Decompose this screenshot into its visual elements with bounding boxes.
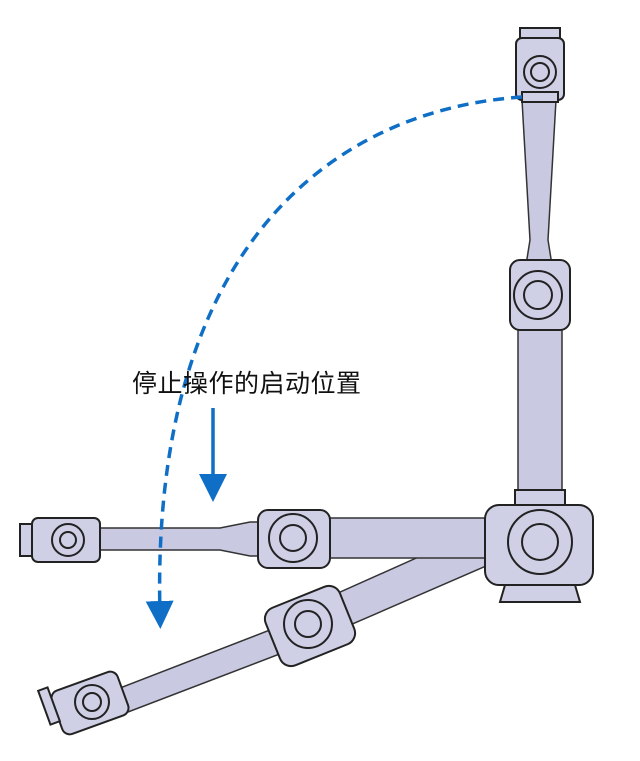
stop-operation-start-position-label: 停止操作的启动位置 [132,369,362,398]
lowered-arm-position [36,523,501,736]
diagonal-elbow-joint [263,584,357,668]
horizontal-elbow-joint [257,509,331,569]
diagonal-end-effector [36,670,130,736]
vertical-arm-position [509,27,571,501]
motion-arc-dashed-arrow [145,95,523,629]
horizontal-arm-position [19,509,486,569]
top-end-effector [515,27,565,103]
robot-base [484,489,594,603]
horizontal-end-effector [19,517,101,563]
vertical-elbow-joint [509,259,571,331]
